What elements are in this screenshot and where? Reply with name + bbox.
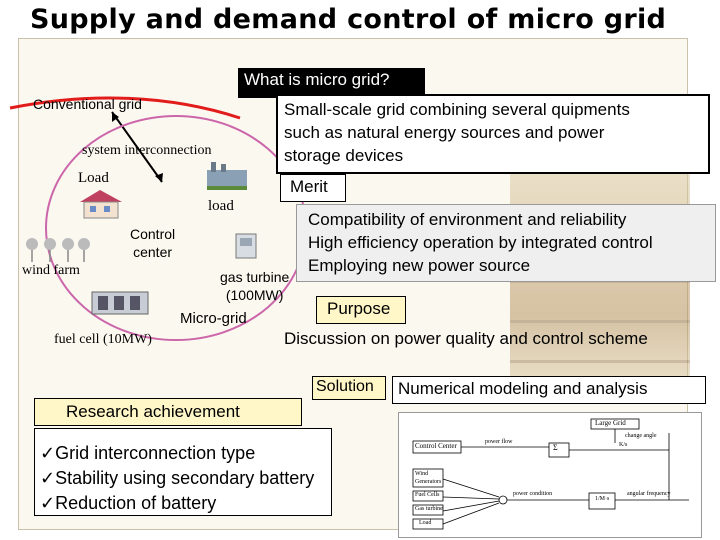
block-wind-line-2: Generators (415, 478, 441, 486)
what-is-line-3: storage devices (284, 144, 630, 167)
research-list: ✓Grid interconnection type ✓Stability us… (40, 441, 314, 516)
research-item-2: Stability using secondary battery (55, 468, 314, 488)
block-large-grid: Large Grid (595, 419, 626, 427)
merit-line-2: High efficiency operation by integrated … (308, 231, 653, 254)
purpose-text: Discussion on power quality and control … (284, 329, 648, 349)
block-gas-turbine: Gas turbine (415, 506, 443, 512)
micro-grid-label: Micro-grid (180, 310, 247, 327)
what-is-heading: What is micro grid? (244, 70, 389, 90)
block-wind-line-1: Wind (415, 470, 441, 478)
block-ms: 1/M·s (595, 496, 609, 502)
block-diagram-lines (399, 413, 701, 537)
gas-turbine-icon (232, 230, 262, 262)
block-power-condition: power condition (513, 491, 552, 497)
system-interconnection-label: system interconnection (82, 143, 211, 159)
control-center-line-2: center (130, 243, 175, 261)
solution-text: Numerical modeling and analysis (398, 379, 647, 399)
load-left-label: Load (78, 170, 109, 187)
block-ks: K/s (619, 442, 627, 448)
block-power-flow: power flow (485, 439, 513, 445)
conventional-grid-label: Conventional grid (33, 96, 142, 112)
gas-turbine-line-2: (100MW) (220, 286, 289, 304)
merit-heading: Merit (290, 177, 328, 197)
control-center-label: Control center (130, 225, 175, 261)
block-control-center: Control Center (415, 442, 457, 450)
what-is-line-1: Small-scale grid combining several quipm… (284, 98, 630, 121)
house-icon (76, 188, 126, 220)
fuel-cell-label: fuel cell (10MW) (54, 332, 152, 348)
merit-line-1: Compatibility of environment and reliabi… (308, 208, 653, 231)
research-heading: Research achievement (66, 402, 240, 422)
factory-icon (205, 160, 249, 192)
block-diagram: Large Grid Control Center Wind Generator… (398, 412, 702, 538)
research-item: ✓Grid interconnection type (40, 441, 314, 466)
purpose-heading: Purpose (327, 299, 390, 319)
research-item: ✓Stability using secondary battery (40, 466, 314, 491)
load-right-label: load (208, 198, 234, 215)
block-fuel-cells: Fuel Cells (415, 492, 440, 498)
block-angular-frequency: angular frequency (627, 491, 670, 497)
fuel-cell-icon (90, 286, 150, 320)
what-is-line-2: such as natural energy sources and power (284, 121, 630, 144)
merit-text: Compatibility of environment and reliabi… (308, 208, 653, 277)
what-is-text: Small-scale grid combining several quipm… (284, 98, 630, 167)
solution-heading: Solution (316, 378, 374, 396)
control-center-line-1: Control (130, 225, 175, 243)
block-change-angle: change angle (625, 433, 656, 439)
wind-turbines-icon (22, 236, 92, 264)
block-wind-generators: Wind Generators (415, 470, 441, 486)
wind-farm-label: wind farm (22, 263, 80, 279)
gas-turbine-line-1: gas turbine (220, 268, 289, 286)
merit-line-3: Employing new power source (308, 254, 653, 277)
gas-turbine-label: gas turbine (100MW) (220, 268, 289, 304)
block-sum: Σ (553, 443, 558, 452)
research-item-1: Grid interconnection type (55, 443, 255, 463)
block-load: Load (419, 520, 431, 526)
research-item-3: Reduction of battery (55, 493, 216, 513)
research-item: ✓Reduction of battery (40, 491, 314, 516)
